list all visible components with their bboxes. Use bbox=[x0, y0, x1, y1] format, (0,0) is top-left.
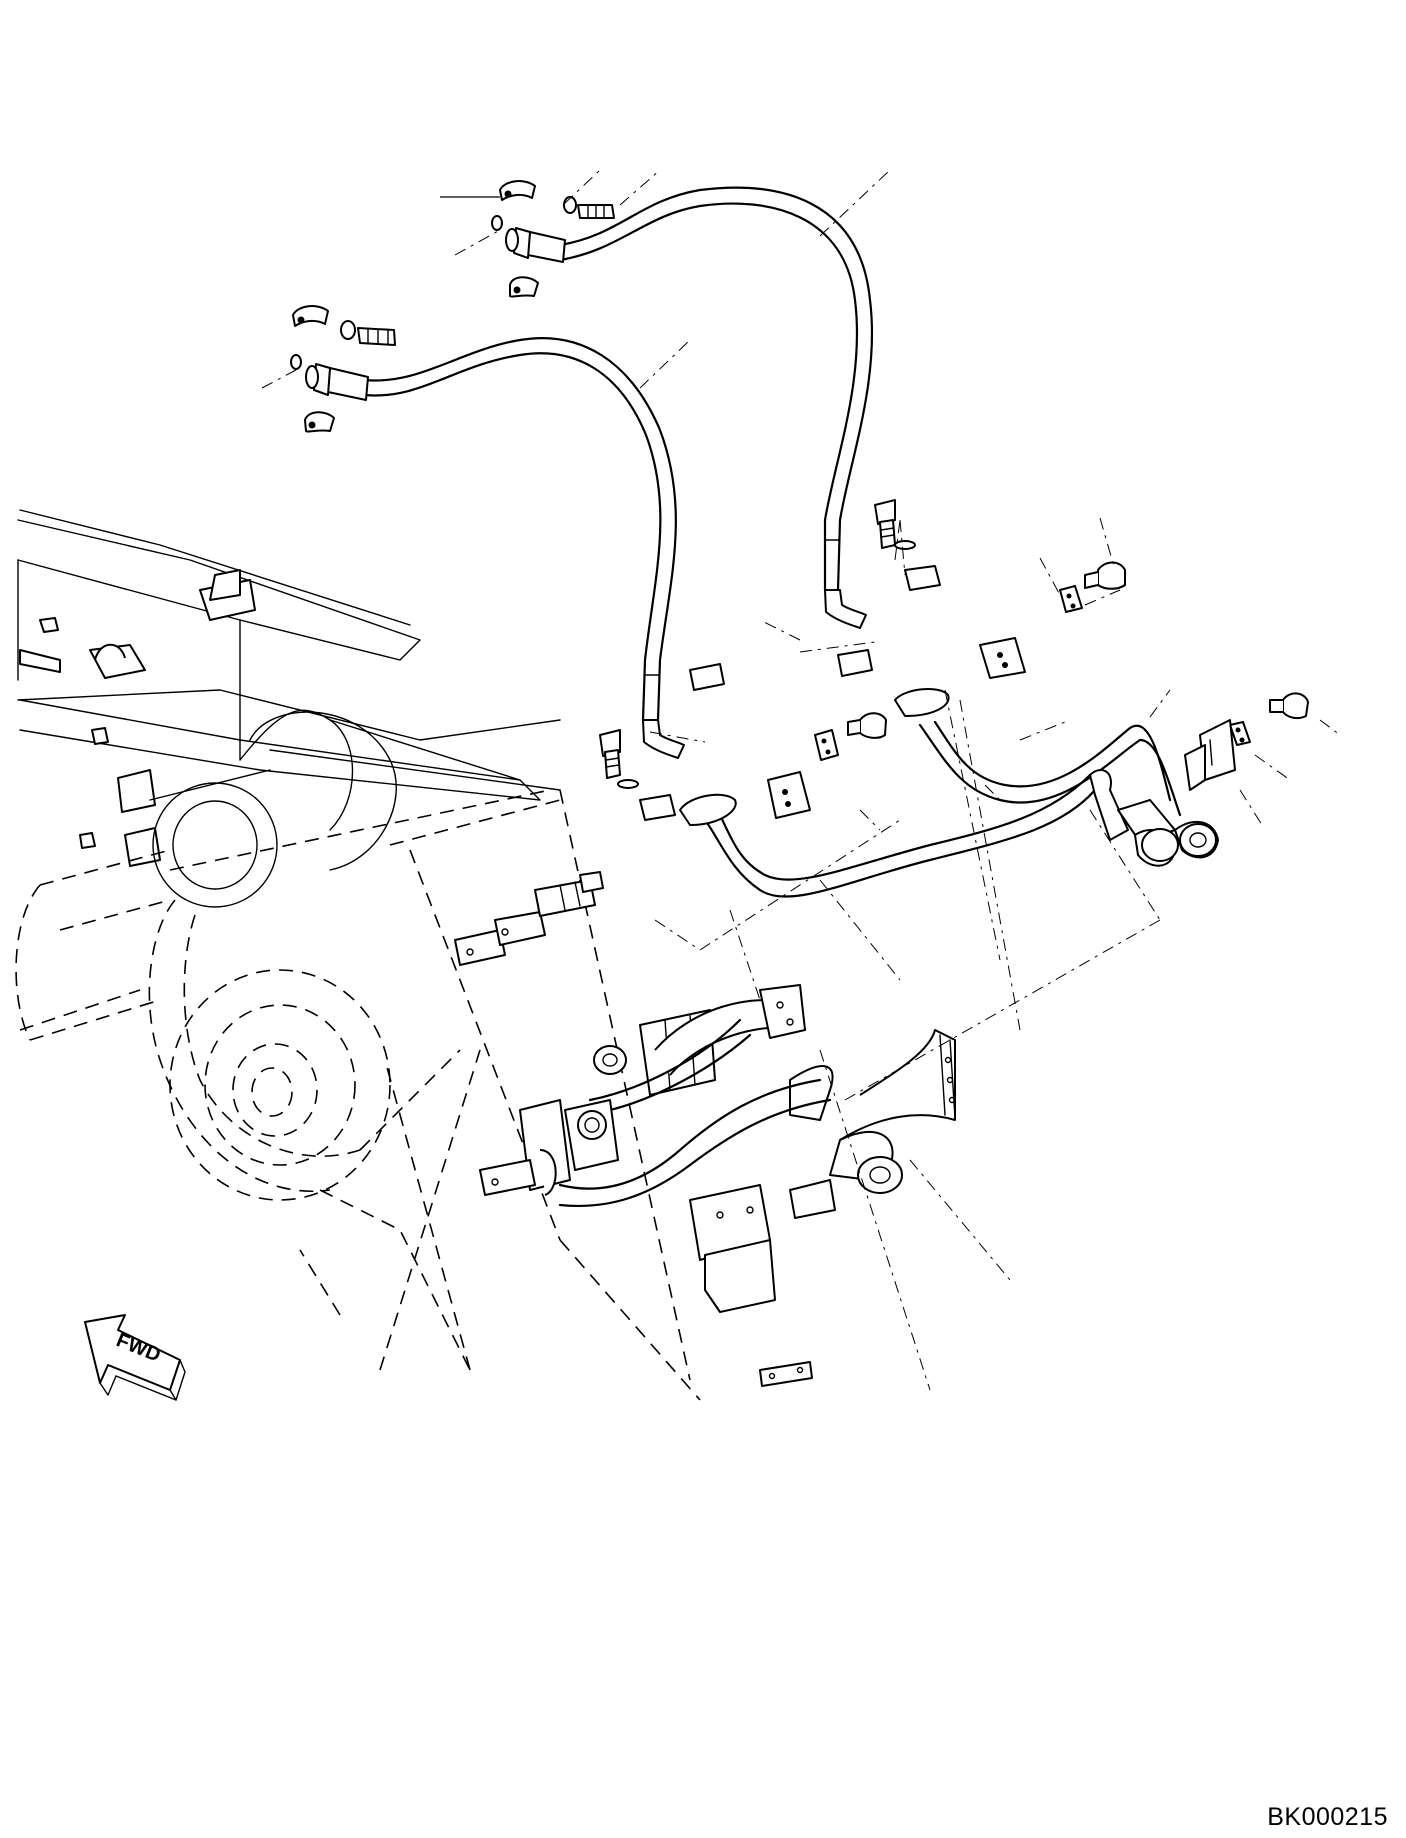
hardware-parts bbox=[290, 180, 1309, 821]
hose-assembly-1 bbox=[505, 186, 874, 629]
hose-assembly-2 bbox=[305, 337, 685, 759]
frame-mounting-brackets bbox=[454, 871, 956, 1387]
drawing-code: BK000215 bbox=[1267, 1803, 1388, 1831]
fwd-arrow-icon: FWD bbox=[84, 1314, 186, 1401]
machine-frame-outline bbox=[17, 509, 561, 908]
callout-leader-lines bbox=[261, 169, 1341, 1391]
steel-pipe-assembly bbox=[679, 688, 1219, 898]
